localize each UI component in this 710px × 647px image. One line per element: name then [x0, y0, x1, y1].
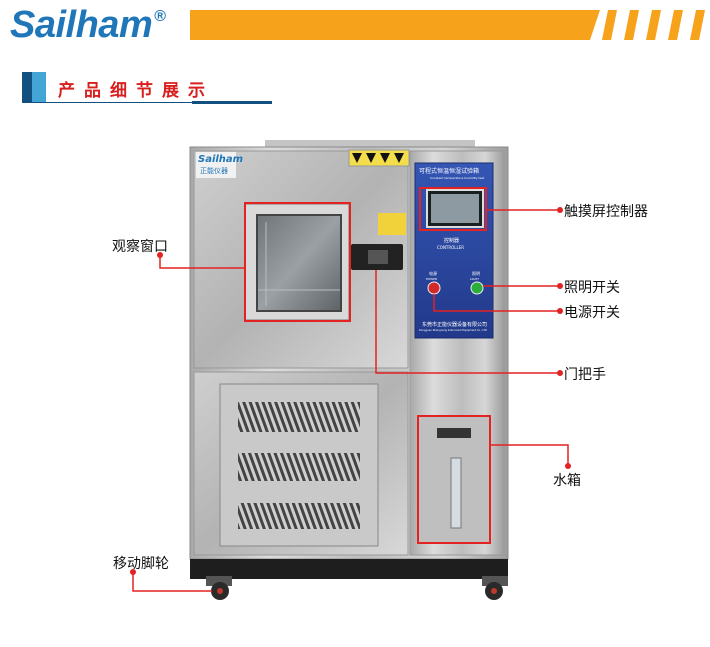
controller-cn: 控制器 [444, 238, 460, 244]
callout-observation-window: 观察窗口 [112, 239, 168, 255]
panel-subtitle: Constant temperature humidity test [430, 176, 485, 180]
callout-light-switch: 照明开关 [564, 280, 620, 296]
callout-door-handle: 门把手 [564, 367, 606, 383]
header-stripes-decoration [590, 10, 710, 40]
title-underline-accent [192, 101, 272, 104]
callout-touch-controller: 触摸屏控制器 [564, 204, 648, 220]
callout-water-tank: 水箱 [553, 473, 581, 489]
brand-logo-text: Sailham [10, 4, 153, 46]
power-switch [427, 281, 441, 295]
chamber-base [190, 559, 508, 579]
light-label: 照明 [472, 271, 480, 276]
callout-line-door-handle [375, 270, 560, 374]
light-label-en: LIGHT [470, 277, 479, 281]
highlight-window [244, 202, 351, 322]
callout-power-switch: 电源开关 [564, 305, 620, 321]
power-label: 电源 [429, 271, 437, 276]
registered-mark: ® [154, 8, 166, 25]
water-tank-handle [437, 428, 471, 438]
light-switch [470, 281, 484, 295]
callout-line-window [159, 255, 245, 269]
callout-line-water-tank [490, 444, 569, 466]
section-title-block: 产品细节展示 [22, 72, 272, 104]
callout-casters: 移动脚轮 [113, 556, 169, 572]
callout-lines [132, 209, 569, 592]
top-rail [265, 140, 475, 148]
badge-cn-text: 正能仪器 [200, 167, 228, 175]
warning-labels [348, 149, 410, 167]
controller-en: CONTROLLER [437, 245, 465, 250]
brand-logo: Sailham® [10, 4, 166, 47]
title-accent-dark [22, 72, 32, 102]
caution-sticker [378, 213, 406, 235]
badge-brand-text: Sailham [198, 154, 244, 165]
section-title: 产品细节展示 [58, 81, 214, 101]
vent-grille-2 [238, 453, 360, 481]
title-accent-light [32, 72, 46, 102]
vent-grille-3 [238, 503, 360, 529]
company-en: Dongguan Zhengneng Instrument Equipment … [419, 329, 487, 332]
window-glass [256, 214, 342, 312]
callout-line-casters [132, 572, 212, 592]
company-cn: 东莞市正能仪器设备有限公司 [422, 322, 488, 328]
water-level-gauge [450, 457, 462, 529]
title-underline [22, 102, 272, 103]
panel-title: 可程式恒温恒湿试验箱 [419, 168, 480, 175]
highlight-touch-screen [419, 187, 487, 231]
vent-grille-1 [238, 402, 360, 432]
brand-badge [196, 152, 236, 178]
callout-line-power-switch [433, 294, 560, 312]
header-accent-bar [190, 10, 710, 40]
highlight-water-tank [417, 415, 491, 544]
power-label-en: POWER [426, 277, 438, 281]
